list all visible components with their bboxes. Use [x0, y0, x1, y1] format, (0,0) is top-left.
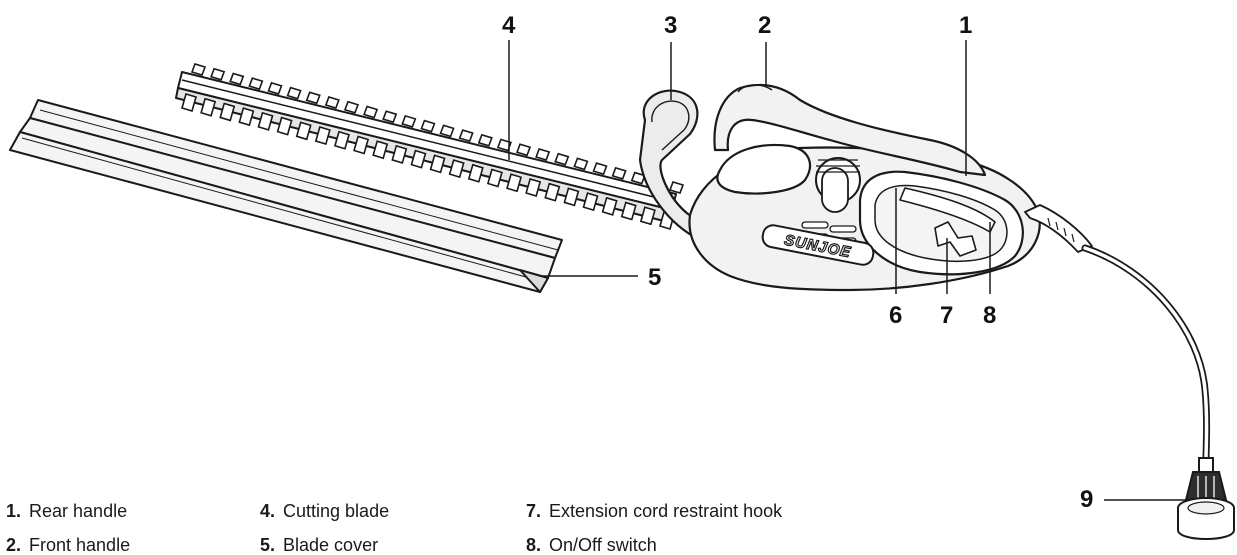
callout-4: 4	[502, 12, 516, 39]
blade-tooth	[592, 162, 608, 176]
blade-tooth	[219, 102, 236, 122]
blade-tooth	[401, 114, 417, 128]
blade-tooth	[363, 105, 379, 119]
blade-teeth	[181, 63, 685, 230]
blade-tooth	[496, 138, 512, 152]
blade-tooth	[573, 157, 589, 171]
blade-tooth	[535, 147, 551, 161]
blade-tooth	[420, 119, 436, 133]
blade-tooth	[267, 81, 283, 95]
blade-tooth	[554, 152, 570, 166]
blade-tooth	[324, 96, 340, 110]
callout-6: 6	[889, 302, 903, 329]
blade-tooth	[439, 124, 455, 138]
blade-tooth	[333, 130, 350, 150]
callout-3: 3	[664, 12, 678, 39]
trimmer-body	[638, 83, 1093, 292]
power-cord	[1081, 244, 1211, 464]
legend-item-front-handle: 2.Front handle	[6, 535, 131, 555]
blade-tooth	[668, 181, 685, 194]
blade-tooth	[391, 144, 408, 164]
callout-8: 8	[983, 302, 997, 329]
blade-tooth	[582, 192, 599, 212]
legend-item-cutting-blade: 4.Cutting blade	[260, 501, 390, 521]
blade-tooth	[276, 116, 293, 136]
callout-5: 5	[648, 264, 662, 291]
blade-cover	[9, 99, 563, 293]
blade-tooth	[525, 177, 542, 197]
blade-tooth	[467, 163, 484, 183]
blade-tooth	[477, 133, 493, 147]
blade-tooth	[639, 206, 656, 226]
blade-tooth	[200, 97, 217, 117]
blade-tooth	[429, 154, 446, 174]
legend-item-rear-handle: 1.Rear handle	[6, 501, 128, 521]
blade-tooth	[506, 173, 523, 193]
legend-item-blade-cover: 5.Blade cover	[260, 535, 379, 555]
legend-item-cord-restraint-hook: 7.Extension cord restraint hook	[526, 501, 783, 521]
blade-tooth	[486, 168, 503, 188]
blade-tooth	[210, 67, 226, 81]
callout-2: 2	[758, 12, 772, 39]
blade-tooth	[611, 166, 627, 180]
blade-tooth	[229, 72, 245, 86]
blade-tooth	[314, 126, 331, 146]
callout-1: 1	[959, 12, 973, 39]
blade-tooth	[448, 159, 465, 179]
blade-tooth	[410, 149, 427, 169]
callout-leaders	[508, 40, 1190, 501]
blade-tooth	[286, 86, 302, 100]
blade-tooth	[257, 111, 274, 131]
blade-tooth	[238, 107, 255, 127]
blade-tooth	[563, 187, 580, 207]
blade-tooth	[343, 100, 360, 114]
blade-tooth	[372, 140, 389, 160]
power-plug	[1177, 457, 1235, 540]
blade-tooth	[248, 77, 264, 91]
callout-9: 9	[1080, 486, 1094, 513]
blade-tooth	[515, 143, 532, 157]
legend-item-on-off-switch: 8.On/Off switch	[526, 535, 657, 555]
blade-tooth	[190, 63, 207, 76]
blade-tooth	[382, 110, 398, 124]
blade-tooth	[181, 93, 197, 112]
callout-7: 7	[940, 302, 954, 329]
blade-tooth	[353, 135, 370, 155]
blade-tooth	[295, 121, 312, 141]
blade-tooth	[620, 201, 637, 221]
blade-tooth	[601, 196, 618, 216]
blade-tooth	[544, 182, 561, 202]
blade-tooth	[305, 91, 321, 105]
blade-tooth	[458, 129, 474, 143]
